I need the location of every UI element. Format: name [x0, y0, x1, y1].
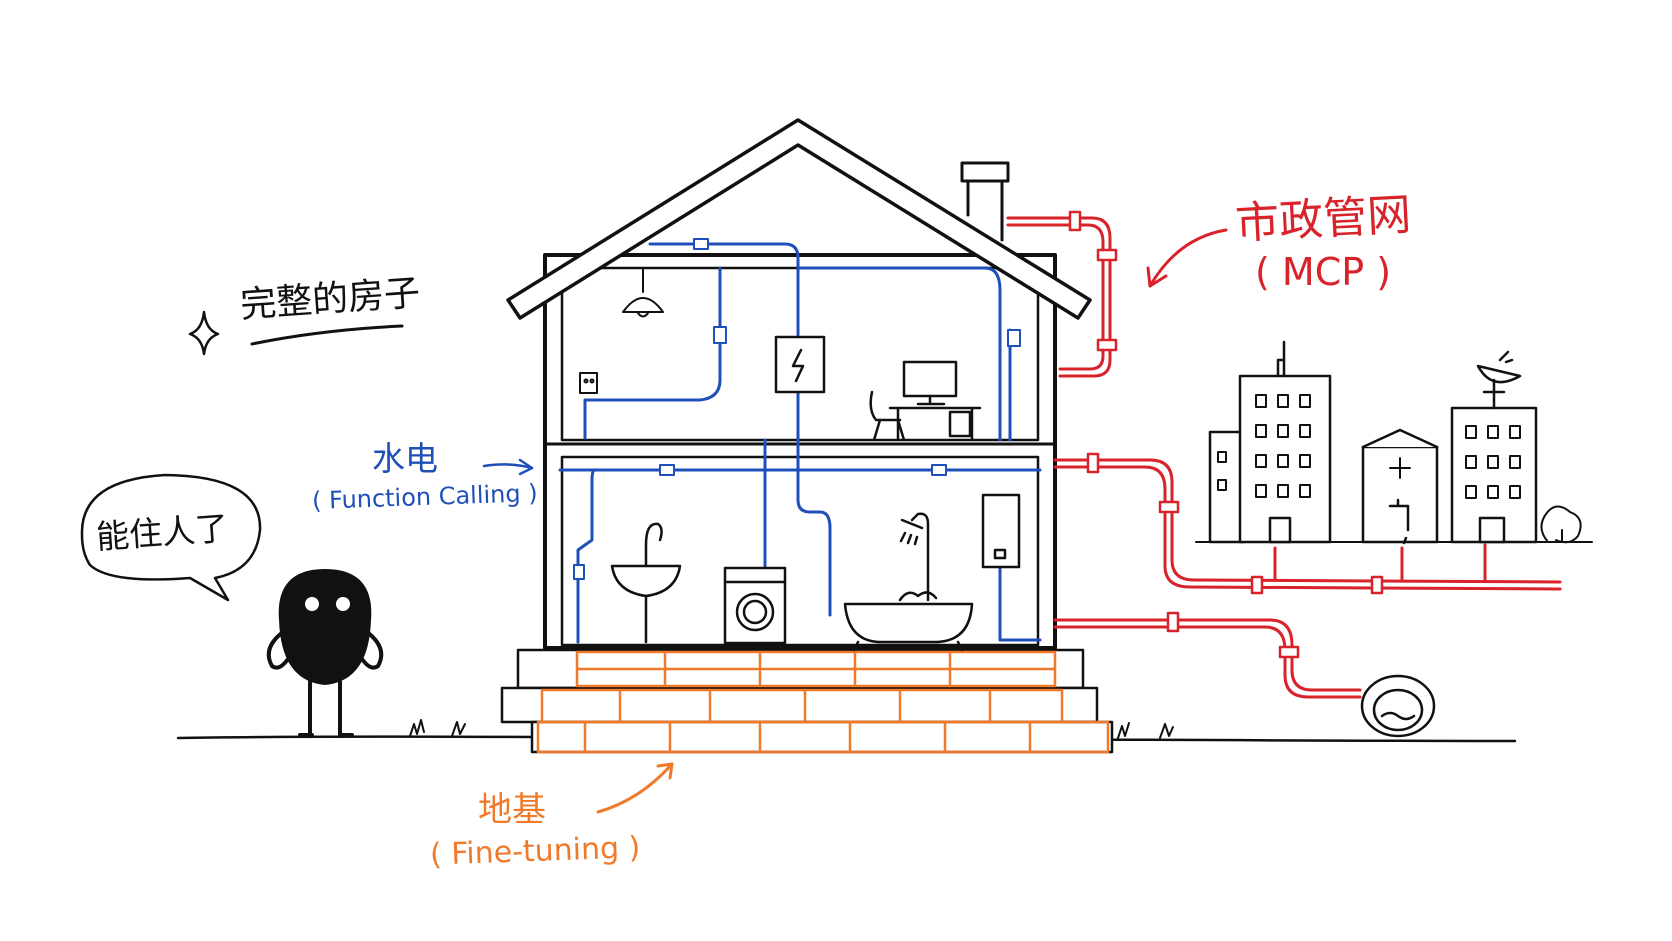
pipe-joints	[1068, 210, 1384, 659]
ceiling-lamp-icon	[622, 267, 664, 318]
character	[266, 569, 384, 737]
speech-bubble-shape	[80, 473, 262, 602]
sewer-outlet	[1360, 674, 1436, 738]
tree-icon	[1540, 505, 1582, 544]
chair-icon	[869, 390, 906, 442]
washing-machine-icon	[723, 566, 787, 645]
utility-pipes	[558, 242, 1042, 644]
foundation-sublabel: ( Fine-tuning )	[429, 830, 641, 873]
shower-icon	[899, 512, 930, 602]
roof	[506, 118, 1092, 320]
network-sublabel: ( MCP )	[1255, 250, 1392, 294]
sink-icon	[610, 522, 682, 644]
foundation-steps	[500, 648, 1114, 754]
foundation-bricks	[536, 650, 1110, 754]
utilities-arrow	[482, 458, 534, 476]
utilities-label: 水电	[372, 439, 438, 478]
title-underline	[250, 324, 404, 346]
grass-tufts	[409, 719, 1174, 739]
foundation-label: 地基	[478, 790, 546, 830]
house	[543, 253, 1057, 650]
hospital-cross-icon	[1389, 457, 1411, 479]
junction-boxes	[573, 238, 1021, 580]
network-pipes	[1006, 216, 1562, 699]
computer-desk-icon	[888, 360, 982, 442]
speech-bubble-text: 能住人了	[94, 508, 230, 557]
chimney	[960, 161, 1010, 242]
outlet-icon	[579, 372, 598, 394]
foundation-arrow	[596, 762, 674, 814]
sparkle-icon	[188, 310, 220, 356]
network-label: 市政管网	[1234, 189, 1413, 250]
building-windows	[1217, 394, 1521, 499]
city	[1208, 340, 1538, 544]
bathtub-icon	[843, 591, 974, 652]
network-arrow	[1146, 228, 1228, 288]
water-heater-icon	[981, 493, 1021, 569]
satellite-dish-icon	[1476, 350, 1522, 394]
lightning-icon	[774, 335, 826, 394]
